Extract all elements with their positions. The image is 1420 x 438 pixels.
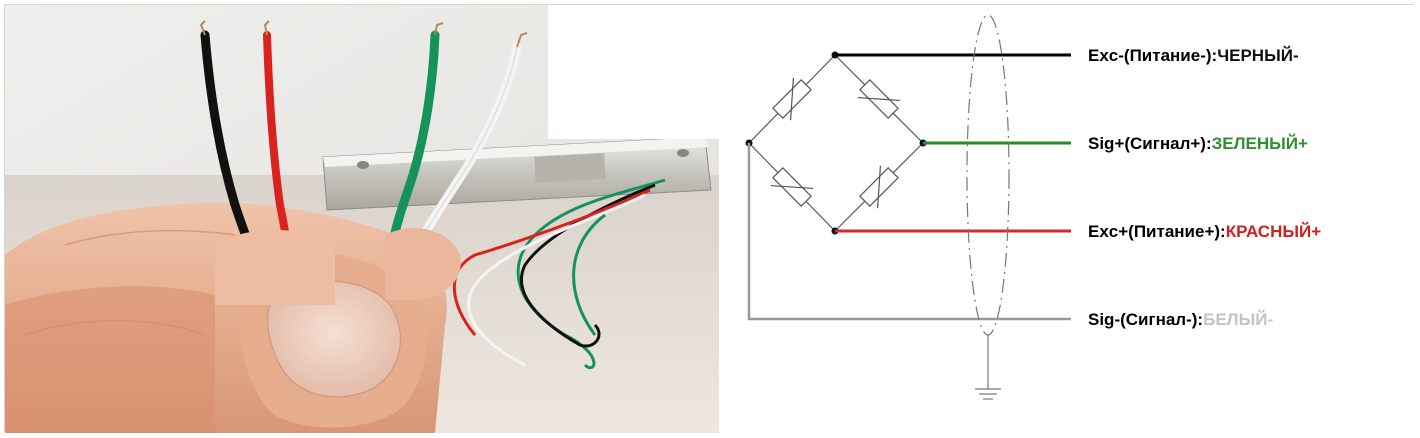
label-exc-minus: Exc-(Питание-):ЧЕРНЫЙ- (1088, 46, 1299, 65)
ground-symbol (975, 335, 1001, 400)
figure-frame: Exc-(Питание-):ЧЕРНЫЙ- Sig+(Сигнал+):ЗЕЛ… (4, 4, 1415, 433)
label-exc-plus: Exc+(Питание+):КРАСНЫЙ+ (1088, 222, 1321, 241)
bridge-nodes (745, 51, 927, 235)
loose-wire-bundle (452, 178, 666, 370)
strain-gauge-top-right (857, 79, 901, 119)
strain-gauge-bottom-left (770, 167, 814, 207)
label-sig-plus: Sig+(Сигнал+):ЗЕЛЕНЫЙ+ (1088, 134, 1308, 153)
wire-tips (199, 20, 528, 48)
fingertips (215, 227, 461, 305)
cable-shield (966, 14, 1010, 336)
load-cell-photo (5, 5, 719, 433)
load-cell-photo-drawing (5, 5, 719, 433)
strain-gauge-bottom-right (859, 165, 899, 209)
strain-gauges (770, 77, 901, 209)
green-wire (390, 30, 440, 238)
diagram-panel (719, 5, 1415, 433)
wire-line-sig-minus (747, 143, 1071, 321)
strain-gauge-top-left (772, 77, 812, 121)
wheatstone-bridge (748, 54, 924, 232)
label-sig-minus: Sig-(Сигнал-):БЕЛЫЙ- (1088, 310, 1273, 329)
hand (5, 202, 447, 433)
